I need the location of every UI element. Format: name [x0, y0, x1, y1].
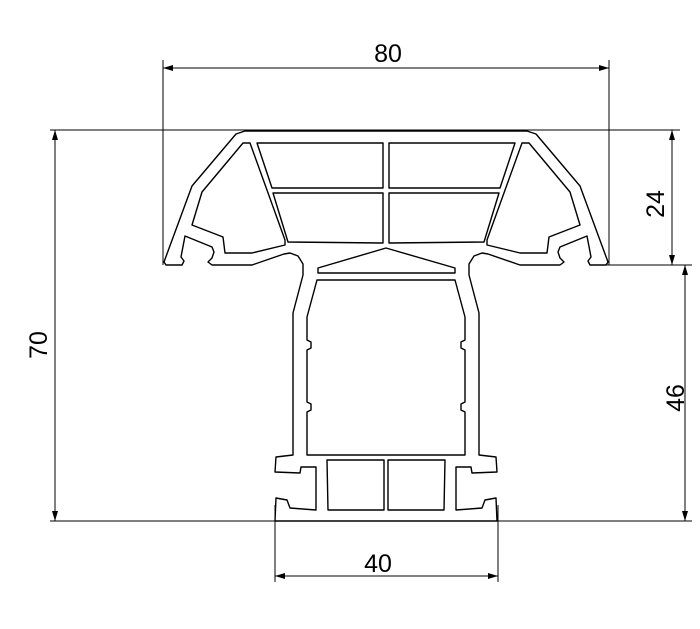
- dimension-label-46: 46: [662, 384, 690, 412]
- cell-top-right: [388, 142, 516, 189]
- cell-wing-right: [486, 142, 581, 254]
- dimension-bottom-width: 40: [274, 505, 499, 582]
- cell-bottom-left: [326, 459, 385, 511]
- profile-section: [163, 130, 609, 522]
- cell-bottom-right: [387, 459, 446, 511]
- cell-wing-left: [191, 142, 286, 254]
- cell-main-chamber: [306, 279, 466, 456]
- dimension-label-24: 24: [642, 190, 670, 218]
- cell-mid-left: [272, 192, 384, 244]
- dimension-top-height: 24: [590, 130, 692, 266]
- dimension-label-70: 70: [25, 331, 53, 359]
- dimension-label-40: 40: [364, 550, 392, 578]
- dimension-lower-height: 46: [500, 265, 692, 522]
- cell-top-left: [256, 142, 384, 189]
- profile-outline: [163, 130, 609, 522]
- dimension-label-80: 80: [374, 40, 402, 68]
- cell-center-wedge: [317, 247, 456, 274]
- dimension-top-width: 80: [162, 40, 610, 265]
- cell-mid-right: [388, 192, 500, 244]
